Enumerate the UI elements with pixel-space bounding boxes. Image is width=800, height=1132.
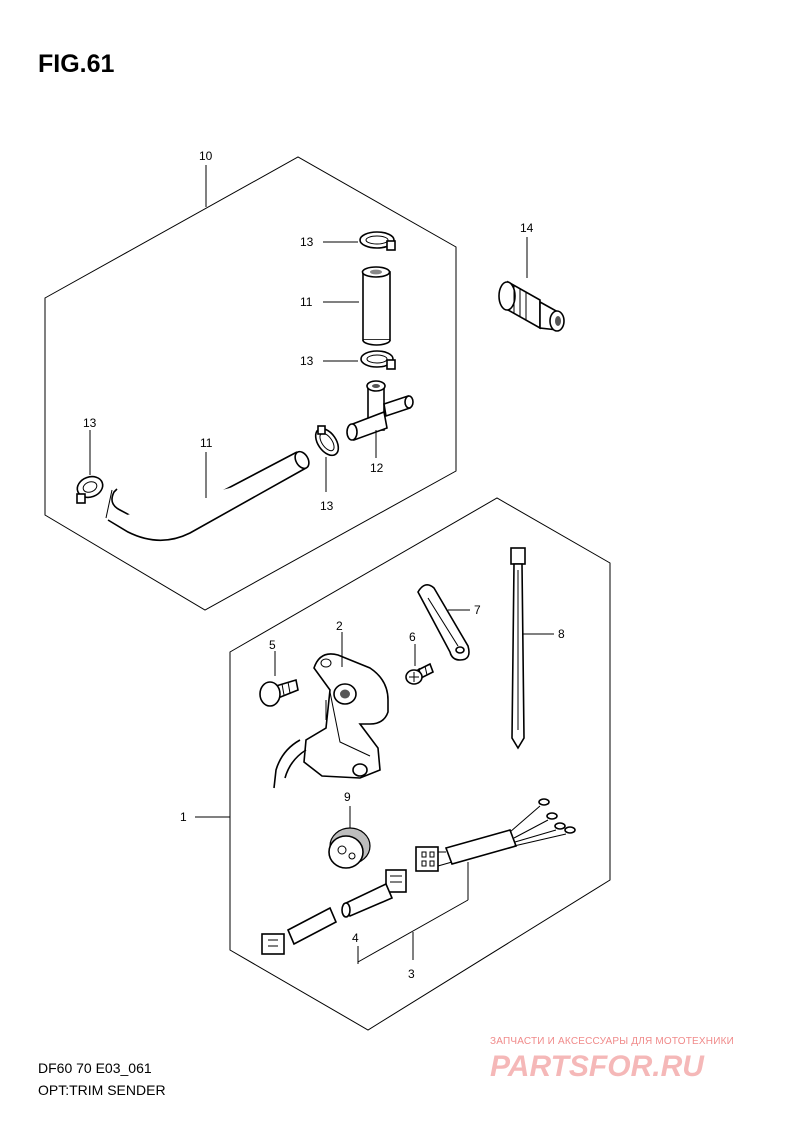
- callout-4: 4: [352, 931, 359, 945]
- callout-8: 8: [558, 627, 565, 641]
- callout-2: 2: [336, 619, 343, 633]
- diagram-caption: OPT:TRIM SENDER: [38, 1082, 166, 1098]
- t-joint: [346, 380, 414, 442]
- callout-1: 1: [180, 810, 187, 824]
- callout-9: 9: [344, 790, 351, 804]
- wiring-harness-3: [415, 798, 576, 872]
- group-box-1: [229, 497, 611, 1031]
- callout-13-middle: 13: [300, 354, 314, 368]
- callout-5: 5: [269, 638, 276, 652]
- bolt-5: [259, 678, 299, 707]
- callout-10: 10: [199, 149, 213, 163]
- hose-clamp-lower: [314, 425, 340, 457]
- hose-fitting-14: [498, 280, 565, 332]
- callout-3: 3: [408, 967, 415, 981]
- callout-13-top: 13: [300, 235, 314, 249]
- hose-clamp-left: [76, 475, 104, 504]
- hose-straight: [361, 266, 391, 346]
- group-box-10: [44, 156, 457, 611]
- hose-clamp-top: [359, 231, 396, 251]
- screw-6: [405, 662, 435, 685]
- callout-13-left: 13: [83, 416, 97, 430]
- callout-13-lower: 13: [320, 499, 334, 513]
- callout-12: 12: [370, 461, 384, 475]
- callout-11-top: 11: [300, 295, 313, 309]
- figure-title: FIG.61: [38, 50, 115, 78]
- trim-sender-2: [273, 653, 389, 789]
- hose-clamp-middle: [360, 350, 396, 370]
- cable-tie-8: [510, 547, 526, 750]
- callout-14: 14: [520, 221, 534, 235]
- wiring-harness-4: [261, 869, 407, 955]
- grommet-9: [328, 827, 371, 869]
- hose-bent: [105, 450, 310, 542]
- watermark-logo: PARTSFOR.RU: [490, 1050, 704, 1083]
- callout-11-lower: 11: [200, 436, 213, 450]
- callout-7: 7: [474, 603, 481, 617]
- clip-7: [417, 584, 470, 661]
- model-code: DF60 70 E03_061: [38, 1060, 152, 1076]
- watermark-tagline: ЗАПЧАСТИ И АКСЕССУАРЫ ДЛЯ МОТОТЕХНИКИ: [490, 1036, 735, 1047]
- callout-6: 6: [409, 630, 416, 644]
